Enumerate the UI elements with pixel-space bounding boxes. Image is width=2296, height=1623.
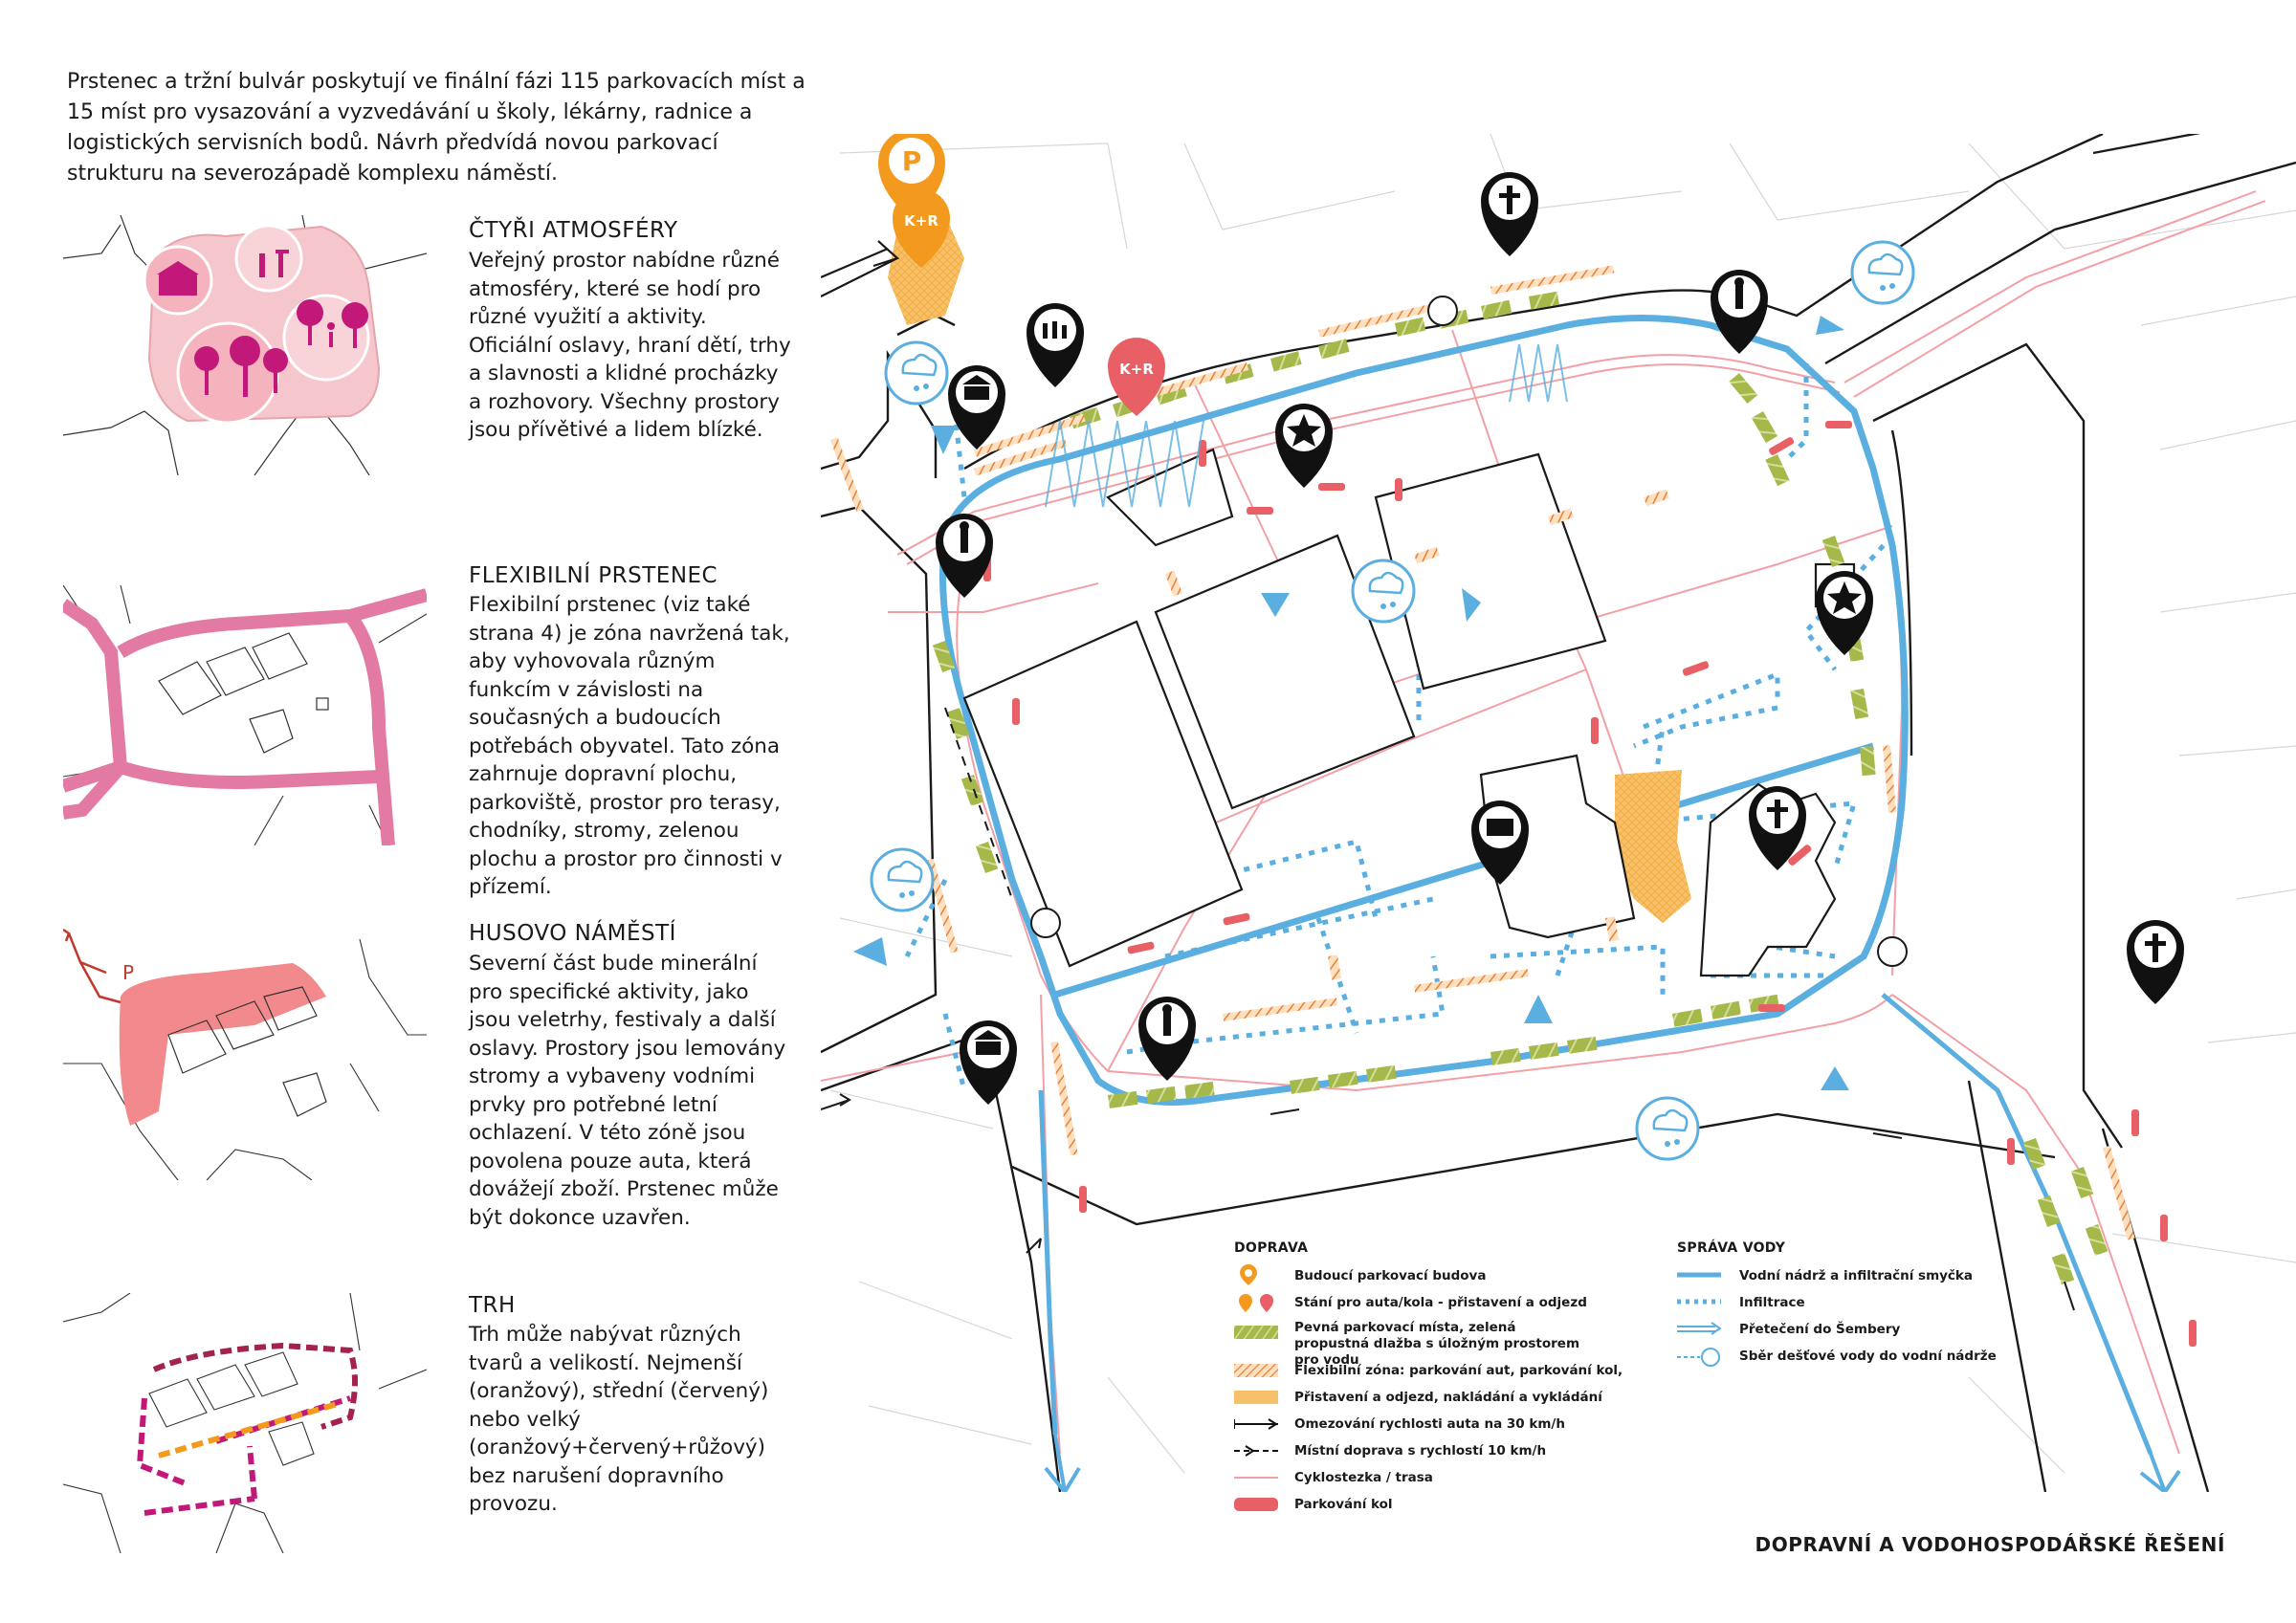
fixed-parking-swatch bbox=[1234, 1326, 1278, 1339]
legend-item-rainwater-collection: Sběr dešťové vody do vodní nádrže bbox=[1739, 1349, 1997, 1364]
pickup-dropoff-zone bbox=[1615, 770, 1691, 923]
legend-item-future-parking: Budoucí parkovací budova bbox=[1294, 1268, 1487, 1283]
rainwater-collection-symbol bbox=[1677, 1348, 1720, 1367]
overflow-channel-left bbox=[1038, 1089, 1058, 1436]
page-footer-title: DOPRAVNÍ A VODOHOSPODÁŘSKÉ ŘEŠENÍ bbox=[1755, 1533, 2225, 1556]
street-outlines bbox=[821, 134, 2296, 1492]
map-pin-kiss-and-ride-icon: K+R bbox=[1108, 338, 1165, 416]
rainwater-collection-icon bbox=[1635, 1096, 1700, 1161]
legend-transport-title: DOPRAVA bbox=[1234, 1240, 1309, 1256]
legend-item-cycle-route: Cyklostezka / trasa bbox=[1294, 1470, 1433, 1485]
water-cross-channel bbox=[1053, 742, 1875, 998]
parking-pin-label: P bbox=[902, 145, 922, 177]
legend-item-flexible-zone: Flexibilní zóna: parkování aut, parkován… bbox=[1294, 1363, 1623, 1378]
main-site-map: P K+R K+R bbox=[821, 134, 2296, 1492]
map-pin-church-icon bbox=[1481, 172, 1538, 256]
map-pin-theatre-icon bbox=[1471, 801, 1529, 885]
section-title-four-atmospheres: ČTYŘI ATMOSFÉRY bbox=[469, 218, 678, 243]
cycle-route-line bbox=[1234, 1477, 1278, 1479]
legend-item-bike-parking: Parkování kol bbox=[1294, 1497, 1393, 1512]
infiltration-line bbox=[1677, 1299, 1721, 1305]
legend-item-overflow: Přetečení do Šembery bbox=[1739, 1322, 1901, 1337]
water-feature-fountains bbox=[1045, 420, 1204, 508]
section-title-market: TRH bbox=[469, 1293, 516, 1318]
mini-map-market bbox=[63, 1293, 427, 1553]
overflow-arrow-right bbox=[2139, 1453, 2181, 1492]
map-pin-church-icon bbox=[1749, 786, 1806, 870]
mini-parking-label: P bbox=[122, 961, 134, 984]
section-title-flexible-ring: FLEXIBILNÍ PRSTENEC bbox=[469, 563, 718, 588]
rainwater-collection-icon bbox=[1850, 240, 1915, 305]
flexible-zone-orange bbox=[830, 265, 2135, 1240]
rainwater-collection-icon bbox=[870, 847, 935, 912]
section-text-four-atmospheres: Veřejný prostor nabídne různé atmosféry,… bbox=[469, 249, 791, 442]
legend-item-speed-30: Omezování rychlosti auta na 30 km/h bbox=[1294, 1416, 1565, 1432]
overflow-line bbox=[1677, 1322, 1721, 1335]
legend-water-title: SPRÁVA VODY bbox=[1677, 1240, 1786, 1256]
bike-parking-marks bbox=[983, 421, 2197, 1347]
mini-map-husovo-namesti: P bbox=[63, 928, 427, 1180]
recycling-icon bbox=[1030, 296, 1908, 967]
map-pin-landmark-star-icon bbox=[1275, 404, 1333, 488]
map-pin-landmark-star-icon bbox=[1816, 571, 1873, 655]
pickup-dropoff-icon bbox=[1239, 1294, 1273, 1312]
overflow-arrow-left bbox=[1044, 1434, 1081, 1492]
water-loop-line bbox=[1677, 1272, 1721, 1278]
central-buildings bbox=[962, 448, 1856, 977]
rainwater-collection-icon bbox=[1351, 559, 1416, 624]
legend-item-water-loop: Vodní nádrž a infiltrační smyčka bbox=[1739, 1268, 1974, 1283]
intro-paragraph: Prstenec a tržní bulvár poskytují ve fin… bbox=[67, 70, 806, 186]
map-pin-statue-icon bbox=[936, 514, 993, 598]
flexible-zone-swatch bbox=[1234, 1364, 1278, 1377]
map-pin-church-icon bbox=[2127, 920, 2184, 1004]
mini-map-flexible-ring bbox=[63, 585, 427, 845]
section-title-husovo-namesti: HUSOVO NÁMĚSTÍ bbox=[469, 921, 676, 946]
section-text-market: Trh může nabývat různých tvarů a velikos… bbox=[469, 1323, 769, 1516]
water-flow-arrows bbox=[853, 316, 1849, 1090]
map-pin-kiss-and-ride-icon: K+R bbox=[893, 188, 950, 268]
pickup-zone-swatch bbox=[1234, 1391, 1278, 1404]
local-traffic-line bbox=[1234, 1445, 1278, 1457]
rainwater-collection-icon bbox=[884, 340, 949, 406]
section-text-husovo-namesti: Severní část bude minerální pro specific… bbox=[469, 952, 786, 1230]
legend-item-infiltration: Infiltrace bbox=[1739, 1295, 1805, 1310]
map-pin-family-icon bbox=[1027, 303, 1084, 387]
map-pin-museum-icon bbox=[948, 365, 1005, 450]
map-pin-museum-icon bbox=[960, 1020, 1017, 1105]
legend-item-local-traffic: Místní doprava s rychlostí 10 km/h bbox=[1294, 1443, 1547, 1459]
map-pin-statue-icon bbox=[1711, 269, 1768, 354]
speed-limit-arrows bbox=[821, 1093, 2075, 1311]
map-pin-statue-icon bbox=[1138, 997, 1196, 1081]
legend-item-pickup-loading: Přistavení a odjezd, nakládání a vykládá… bbox=[1294, 1390, 1602, 1405]
overflow-channel-right bbox=[1881, 993, 2153, 1455]
access-road-arrows bbox=[821, 240, 900, 297]
kiss-ride-label: K+R bbox=[1119, 361, 1154, 378]
section-text-flexible-ring: Flexibilní prstenec (viz také strana 4) … bbox=[469, 593, 790, 899]
bike-parking-swatch bbox=[1234, 1498, 1278, 1511]
water-infiltration-loop bbox=[939, 315, 1909, 1106]
speed-30-line bbox=[1234, 1418, 1278, 1430]
kiss-ride-label: K+R bbox=[904, 212, 938, 230]
water-feature-fountains bbox=[1509, 343, 1568, 403]
mini-map-four-atmospheres bbox=[63, 215, 427, 475]
legend-item-fixed-parking: Pevná parkovací místa, zelená propustná … bbox=[1294, 1320, 1580, 1368]
legend-item-car-bike-stands: Stání pro auta/kola - přistavení a odjez… bbox=[1294, 1295, 1587, 1310]
future-parking-icon bbox=[1240, 1264, 1257, 1285]
